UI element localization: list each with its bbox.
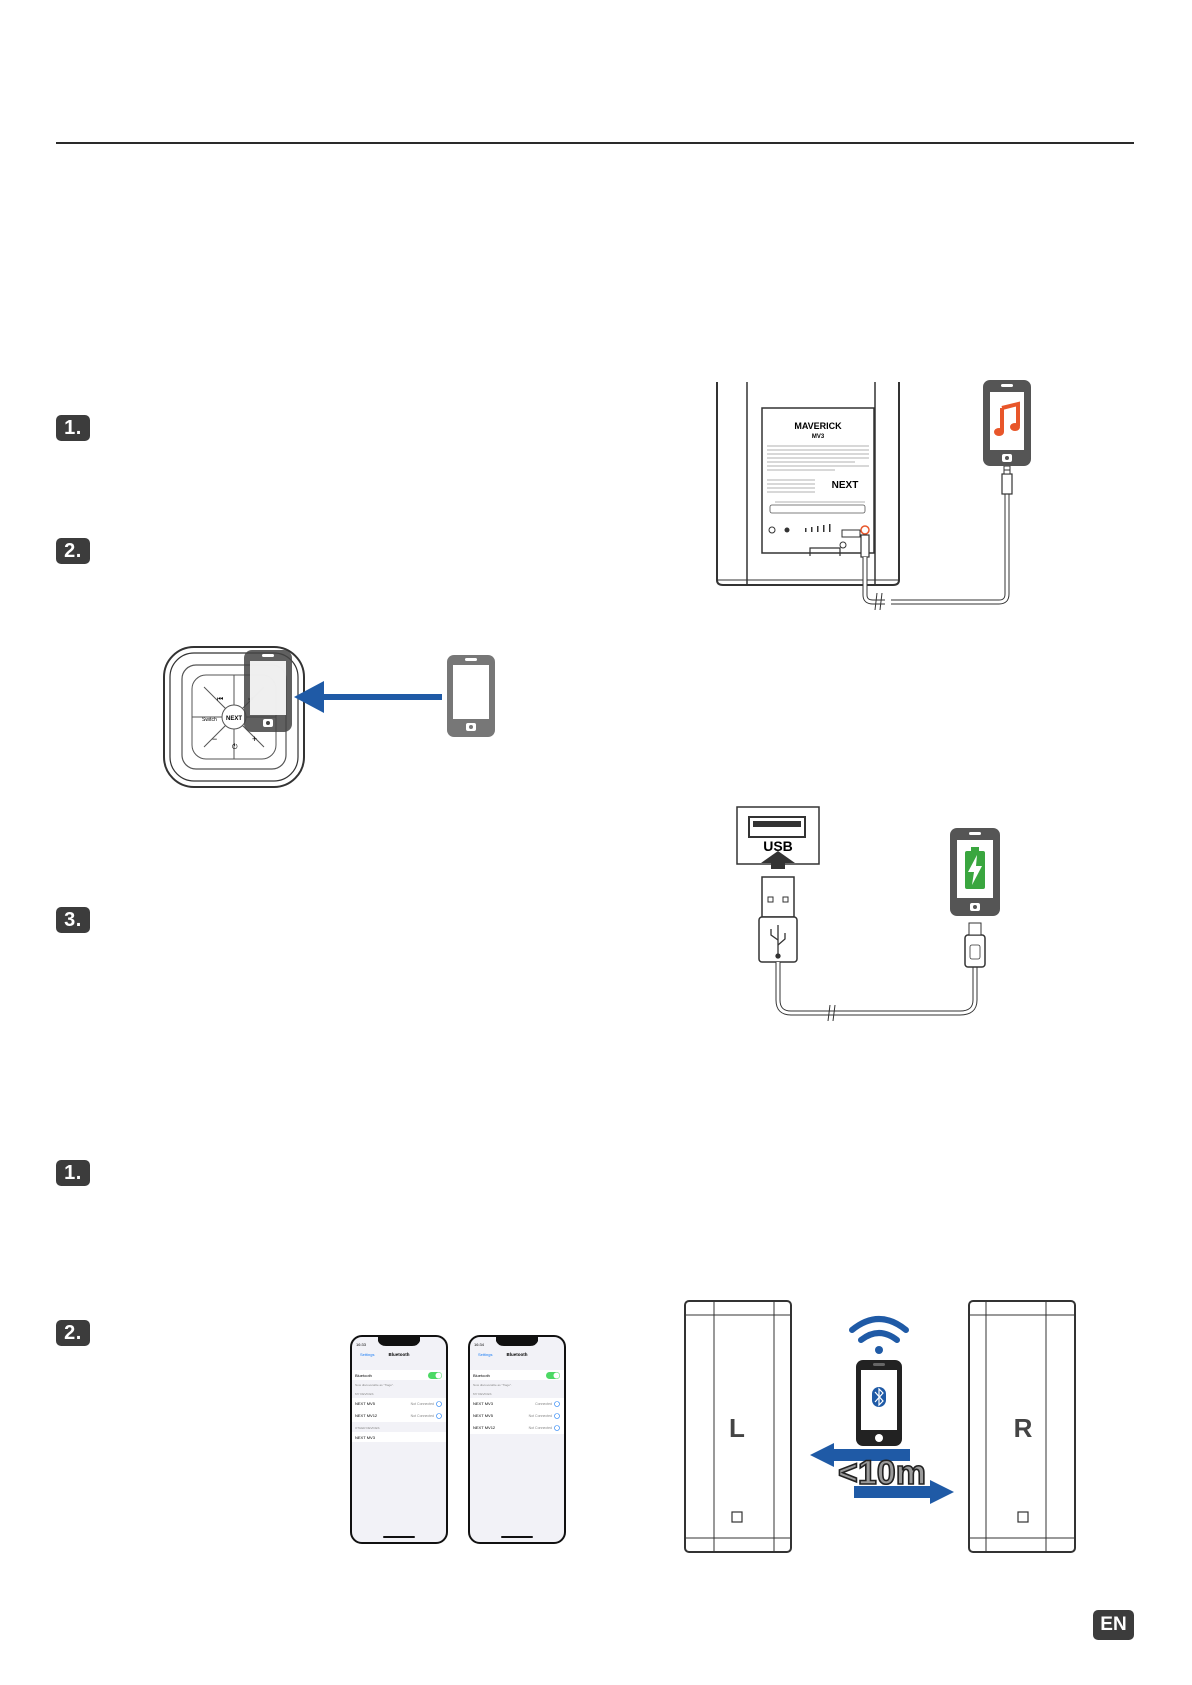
- svg-text:Bluetooth: Bluetooth: [507, 1352, 528, 1357]
- usb-port-label: USB: [763, 838, 793, 854]
- svg-text:Not Connected: Not Connected: [529, 1414, 552, 1418]
- distance-label: <10m: [838, 1454, 926, 1492]
- step-badge-2: 2.: [56, 538, 90, 564]
- step-badge-3: 3.: [56, 907, 90, 933]
- phone-screen-2: 16:34 Settings Bluetooth Bluetooth Now d…: [468, 1335, 566, 1544]
- svg-text:Connected: Connected: [535, 1402, 552, 1406]
- speaker-left: L: [684, 1300, 792, 1553]
- step-badge-1: 1.: [56, 415, 90, 441]
- svg-text:NEXT: NEXT: [226, 716, 242, 722]
- svg-text:+: +: [252, 734, 257, 744]
- arrow-left: [810, 1443, 910, 1467]
- svg-text:Not Connected: Not Connected: [411, 1402, 434, 1406]
- svg-text:NEXT MV5: NEXT MV5: [473, 1413, 494, 1418]
- svg-text:16:34: 16:34: [474, 1342, 485, 1347]
- phone-screen-1: 16:33 Settings Bluetooth Bluetooth Now d…: [350, 1335, 448, 1544]
- usb-symbol-icon: [770, 925, 786, 959]
- svg-text:Now discoverable as "Tiago".: Now discoverable as "Tiago".: [473, 1383, 512, 1387]
- svg-text:NEXT MV3: NEXT MV3: [355, 1435, 376, 1440]
- header-divider: [56, 142, 1134, 144]
- step-badge-1-second: 1.: [56, 1160, 90, 1186]
- step-badge-2-second: 2.: [56, 1320, 90, 1346]
- speaker-right: R: [968, 1300, 1076, 1553]
- bluetooth-icon: [872, 1387, 886, 1407]
- speaker-brand: MAVERICK: [794, 421, 842, 431]
- svg-text:NEXT MV12: NEXT MV12: [355, 1413, 378, 1418]
- svg-text:Not Connected: Not Connected: [529, 1426, 552, 1430]
- speaker-logo: NEXT: [832, 480, 859, 491]
- speaker-left-label: L: [729, 1413, 745, 1443]
- svg-text:NEXT MV5: NEXT MV5: [355, 1401, 376, 1406]
- svg-text:Bluetooth: Bluetooth: [389, 1352, 410, 1357]
- aux-connection-illustration: MAVERICK MV3 NEXT: [716, 380, 1031, 611]
- svg-text:⏻: ⏻: [232, 743, 238, 751]
- svg-text:16:33: 16:33: [356, 1342, 367, 1347]
- speaker-model: MV3: [812, 434, 825, 440]
- tws-pairing-illustration: L R <10m: [684, 1300, 1076, 1553]
- music-note-icon: [993, 397, 1021, 441]
- bluetooth-settings-screens: 16:33 Settings Bluetooth Bluetooth Now d…: [350, 1335, 566, 1544]
- language-badge: EN: [1093, 1610, 1134, 1640]
- usb-charging-illustration: USB: [736, 806, 1000, 1022]
- svg-text:NEXT MV3: NEXT MV3: [473, 1401, 494, 1406]
- arrow-right: [854, 1480, 954, 1504]
- svg-text:Switch: Switch: [202, 717, 217, 723]
- svg-text:Settings: Settings: [360, 1352, 374, 1357]
- wireless-signal-icon: [849, 1316, 909, 1354]
- nfc-arrow: [294, 681, 324, 713]
- svg-text:Bluetooth: Bluetooth: [473, 1373, 490, 1378]
- battery-charging-icon: [965, 847, 985, 889]
- speaker-right-label: R: [1014, 1413, 1033, 1443]
- svg-text:MY DEVICES: MY DEVICES: [355, 1392, 373, 1396]
- svg-text:NEXT MV12: NEXT MV12: [473, 1425, 496, 1430]
- svg-text:Now discoverable as "Tiago".: Now discoverable as "Tiago".: [355, 1383, 394, 1387]
- svg-text:Not Connected: Not Connected: [411, 1414, 434, 1418]
- svg-text:OTHER DEVICES: OTHER DEVICES: [355, 1426, 380, 1430]
- svg-text:Bluetooth: Bluetooth: [355, 1373, 372, 1378]
- svg-text:MY DEVICES: MY DEVICES: [473, 1392, 491, 1396]
- nfc-pairing-illustration: NEXT ⏮ ⏯ Switch − + ⏻: [163, 646, 495, 788]
- svg-text:Settings: Settings: [478, 1352, 492, 1357]
- svg-text:⏮: ⏮: [217, 696, 223, 703]
- svg-text:−: −: [212, 734, 217, 744]
